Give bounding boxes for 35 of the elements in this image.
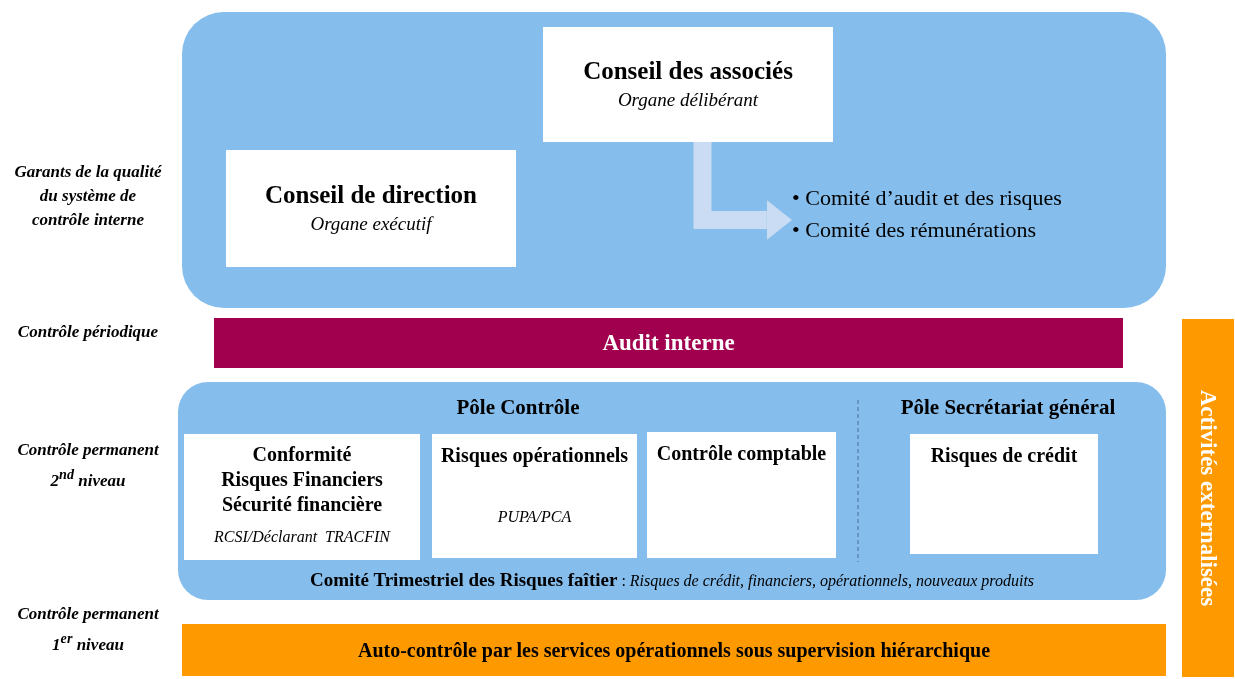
section-heading: Pôle Secrétariat général (899, 394, 1117, 420)
box-title: Contrôle comptable (655, 441, 828, 467)
side-bar (1182, 319, 1234, 677)
box-title: Conformité (251, 442, 353, 467)
bar-label: Audit interne (601, 329, 736, 357)
function-box (184, 434, 420, 560)
box-title: Risques opérationnels (440, 443, 629, 469)
function-box (647, 432, 836, 558)
box-title: Risques de crédit (929, 443, 1079, 469)
bullet-item: • Comité des rémunérations (792, 216, 1037, 244)
row-label: Contrôle périodique (16, 321, 160, 343)
row-label: Contrôle permanent 1$^{er}$ niveau (16, 603, 160, 656)
panel-background (182, 12, 1166, 308)
box-title: Risques Financiers (220, 467, 384, 492)
bar-label: Auto-contrôle par les services opérationnels sous supervision hiérarchique (357, 638, 991, 664)
box-note: PUPA/PCA (496, 507, 573, 527)
box-note: RCSI/Déclarant TRACFIN (213, 527, 392, 547)
level-bar (182, 624, 1166, 676)
box-subtitle: Organe délibérant (616, 87, 760, 112)
org-box (226, 150, 516, 267)
box-title: Sécurité financière (220, 492, 384, 517)
box-subtitle: Organe exécutif (309, 211, 435, 236)
panel-background (178, 382, 1166, 600)
box-title: Conseil de direction (263, 179, 478, 210)
function-box (432, 434, 637, 558)
side-bar-label: Activités externalisées (1195, 388, 1222, 609)
row-label: Contrôle permanent 2$^{nd}$ niveau (16, 439, 160, 492)
row-label: Garants de la qualité du système de contrôle interne (13, 161, 163, 231)
section-heading: Pôle Contrôle (455, 394, 581, 420)
box-title: Conseil des associés (582, 55, 794, 86)
bullet-item: • Comité d’audit et des risques (792, 184, 1062, 212)
committee-note: Comité Trimestriel des Risques faîtier : Risques de crédit, financiers, opérationnels, nouveaux produits (308, 568, 1036, 592)
org-box (543, 27, 833, 142)
function-box (910, 434, 1098, 554)
level-bar (214, 318, 1123, 368)
